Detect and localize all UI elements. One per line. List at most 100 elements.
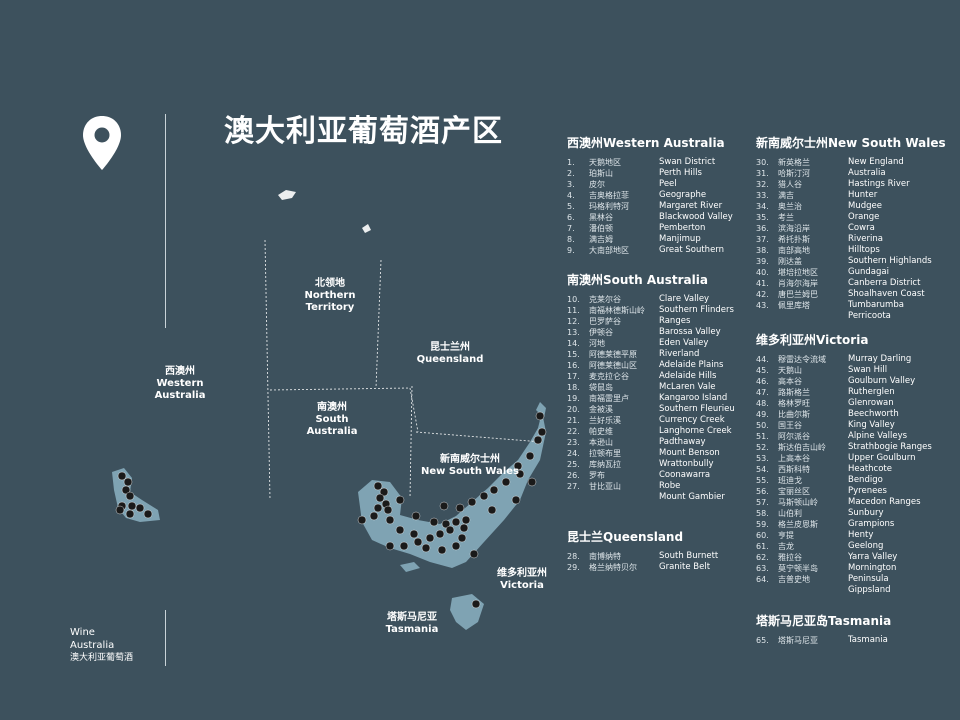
australia-map: 北领地 Northern Territory 西澳州 Western Austr… xyxy=(100,170,570,650)
label-tasmania: 塔斯马尼亚 Tasmania xyxy=(386,612,439,636)
brand-line-2: Australia xyxy=(70,640,115,651)
nt-en1: Northern xyxy=(304,290,356,301)
region-name-en: Goulburn Valley xyxy=(848,376,916,386)
region-name-en: Sunbury xyxy=(848,508,884,518)
region-name-en: Orange xyxy=(848,212,880,222)
region-number: 3. xyxy=(567,180,575,189)
region-number: 22. xyxy=(567,427,580,436)
region-name-cn: 拉顿布里 xyxy=(589,449,621,458)
wine-region-marker xyxy=(421,543,431,553)
region-number: 5. xyxy=(567,202,575,211)
region-name-cn: 考兰 xyxy=(778,213,794,222)
qld-cn: 昆士兰州 xyxy=(430,342,470,353)
region-name-cn: 国王谷 xyxy=(778,421,802,430)
region-number: 40. xyxy=(756,268,769,277)
region-name-en: Perth Hills xyxy=(659,168,702,178)
region-name-en: Gippsland xyxy=(848,585,891,595)
border-qld-nsw xyxy=(415,431,543,443)
brand-line-1: Wine xyxy=(70,627,95,638)
wine-region-marker xyxy=(455,503,465,513)
region-name-en: Beechworth xyxy=(848,409,899,419)
section-title: 塔斯马尼亚岛Tasmania xyxy=(756,614,892,628)
region-number: 43. xyxy=(756,301,769,310)
region-number: 47. xyxy=(756,388,769,397)
border-nt-qld xyxy=(375,259,382,389)
region-name-en: Great Southern xyxy=(659,245,725,255)
wine-region-marker xyxy=(525,451,535,461)
region-name-en: Tasmania xyxy=(848,635,888,645)
region-number: 24. xyxy=(567,449,580,458)
wine-region-marker xyxy=(441,519,451,529)
region-name-en: Yarra Valley xyxy=(848,552,898,562)
region-number: 59. xyxy=(756,520,769,529)
island-north-2 xyxy=(362,224,371,233)
region-name-en: Strathbogie Ranges xyxy=(848,442,932,452)
region-name-cn: 巴罗萨谷 xyxy=(589,317,621,326)
region-row: 58. 山伯利 Sunbury xyxy=(756,508,932,519)
label-northern-territory: 北领地 Northern Territory xyxy=(305,278,356,314)
region-row: Mount Gambier xyxy=(567,492,735,503)
label-victoria: 维多利亚州 Victoria xyxy=(497,568,547,592)
region-number: 21. xyxy=(567,416,580,425)
region-name-cn: 山伯利 xyxy=(778,509,802,518)
region-name-cn: 路斯格兰 xyxy=(778,388,810,397)
region-name-en: Eden Valley xyxy=(659,338,709,348)
wine-region-marker xyxy=(437,545,447,555)
region-name-cn: 袋鼠岛 xyxy=(589,383,613,392)
border-sa-qld xyxy=(409,387,419,433)
page-title: 澳大利亚葡萄酒产区 xyxy=(224,114,503,149)
wine-region-marker xyxy=(357,515,367,525)
region-number: 58. xyxy=(756,509,769,518)
region-name-en: Kangaroo Island xyxy=(659,393,728,403)
land-tasmania xyxy=(450,594,484,630)
region-name-cn xyxy=(778,585,848,596)
section-title: 南澳州South Australia xyxy=(567,273,708,287)
region-name-cn: 河地 xyxy=(589,339,605,348)
region-name-en: Peel xyxy=(659,179,677,189)
region-name-cn: 滨海沿岸 xyxy=(778,224,810,233)
region-name-en: Southern Flinders xyxy=(659,305,734,315)
nsw-en1: New South Wales xyxy=(420,466,520,477)
region-name-en: Margaret River xyxy=(659,201,723,211)
wine-region-marker xyxy=(511,495,521,505)
region-number: 33. xyxy=(756,191,769,200)
region-name-en: Cowra xyxy=(848,223,875,233)
region-name-cn: 克莱尔谷 xyxy=(589,295,621,304)
region-name-cn: 亨提 xyxy=(778,531,794,540)
wine-region-marker xyxy=(469,549,479,559)
wine-region-marker xyxy=(379,487,389,497)
region-name-en: Canberra District xyxy=(848,278,921,288)
section-title: 新南威尔士州New South Wales xyxy=(756,136,946,150)
wine-region-marker xyxy=(409,529,419,539)
wine-region-marker xyxy=(121,485,131,495)
label-new-south-wales: 新南威尔士州 New South Wales xyxy=(421,454,519,478)
region-name-cn: 南福林德斯山岭 xyxy=(589,306,645,315)
divider-line-bottom xyxy=(165,610,166,666)
region-name-en: McLaren Vale xyxy=(659,382,716,392)
nt-en2: Territory xyxy=(305,302,355,313)
wine-region-marker xyxy=(515,469,525,479)
region-number: 44. xyxy=(756,355,769,364)
region-name-en: Clare Valley xyxy=(659,294,710,304)
